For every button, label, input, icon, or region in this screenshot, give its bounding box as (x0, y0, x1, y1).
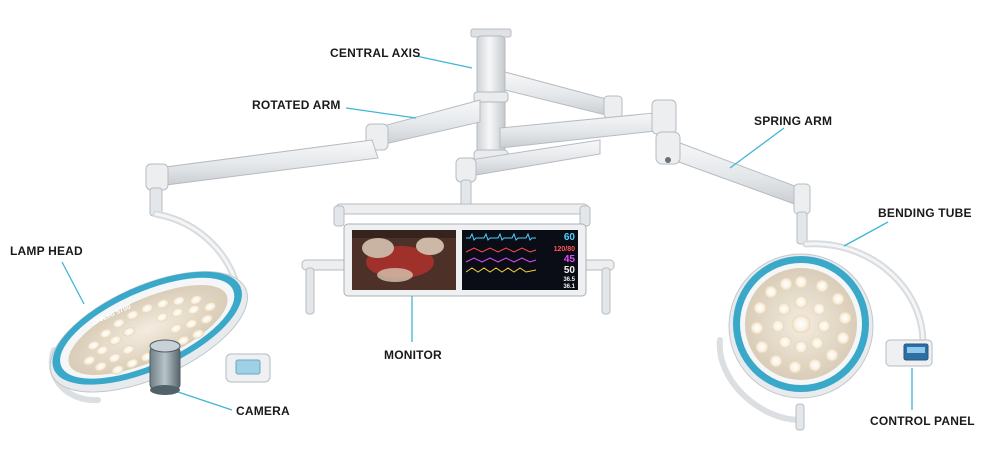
vital-signs-screen (462, 230, 578, 290)
vital-blood-pressure: 120/80 (554, 246, 576, 253)
label-central-axis: CENTRAL AXIS (330, 46, 421, 60)
monitor-unit: 60 120/80 45 50 36.5 36.1 (301, 223, 615, 315)
label-control-panel: CONTROL PANEL (870, 414, 975, 428)
upper-arm-right (504, 71, 623, 119)
leader-central-axis (415, 55, 473, 69)
rotated-arm-left (145, 99, 481, 217)
label-rotated-arm: ROTATED ARM (252, 98, 341, 112)
vital-heart-rate: 60 (564, 232, 576, 243)
lamp-head-right (716, 240, 933, 431)
camera-module (149, 339, 181, 395)
label-camera: CAMERA (236, 404, 290, 418)
vital-temp-2: 36.1 (563, 284, 575, 290)
spring-arm-right (655, 131, 811, 245)
leader-camera (177, 391, 233, 411)
vital-resp-rate: 45 (564, 254, 576, 265)
label-spring-arm: SPRING ARM (754, 114, 833, 128)
vital-spo2: 50 (564, 265, 576, 276)
vital-temp-1: 36.5 (563, 277, 575, 283)
lamp-head-left: CreLed 5700 (49, 210, 271, 404)
label-monitor: MONITOR (384, 348, 442, 362)
leader-spring-arm (729, 127, 785, 169)
leader-lamp-head (61, 261, 85, 305)
leader-rotated-arm (345, 107, 417, 119)
leader-bending-tube (843, 221, 889, 247)
label-lamp-head: LAMP HEAD (10, 244, 83, 258)
control-panel-unit (885, 339, 933, 367)
leader-lines (61, 55, 913, 411)
label-bending-tube: BENDING TUBE (878, 206, 972, 220)
